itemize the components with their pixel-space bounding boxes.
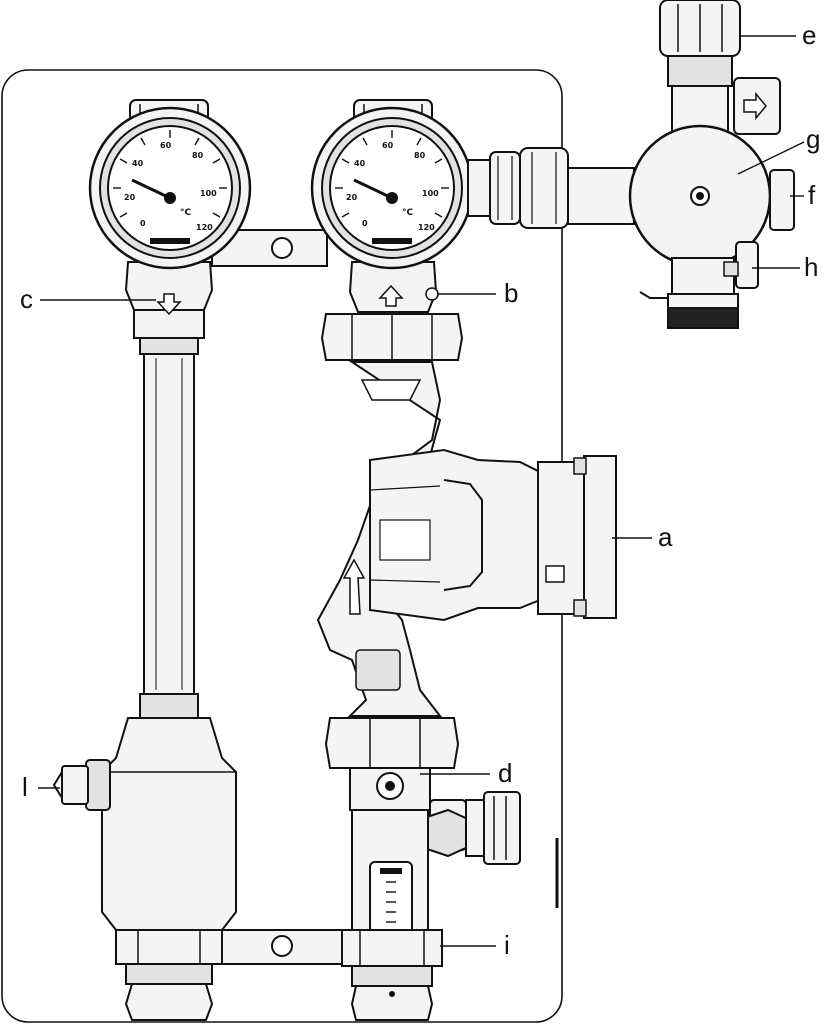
left-gauge-tick-80: 80 xyxy=(192,151,204,160)
flow-arrow-icon xyxy=(156,293,182,316)
callout-label-h: h xyxy=(804,252,818,282)
callout-label-b: b xyxy=(504,278,518,308)
right-gauge-tick-80: 80 xyxy=(414,151,426,160)
left-gauge-tick-40: 40 xyxy=(132,159,144,168)
mixing-valve-icon xyxy=(467,0,795,329)
callout-leaders xyxy=(38,35,805,947)
left-gauge-tick-0: 0 xyxy=(140,219,146,228)
flow-arrow-up-icon xyxy=(378,284,404,307)
left-gauge-tick-60: 60 xyxy=(160,141,172,150)
callout-label-g: g xyxy=(806,124,820,154)
right-gauge-tick-120: 120 xyxy=(418,223,435,232)
left-gauge-unit: °C xyxy=(180,208,192,218)
callout-label-c: c xyxy=(20,284,33,314)
left-gauge-tick-20: 20 xyxy=(124,193,136,202)
right-gauge-unit: °C xyxy=(402,208,414,218)
valve-outlet-arrow-icon xyxy=(743,91,767,121)
right-temperature-gauge: 0 20 40 60 80 100 120 °C xyxy=(310,106,474,307)
left-temperature-gauge: 0 20 40 60 80 100 120 °C xyxy=(88,106,252,316)
callout-label-i: i xyxy=(504,930,510,960)
left-gauge-tick-120: 120 xyxy=(196,223,213,232)
callout-label-e: e xyxy=(802,20,816,50)
right-flow-leg xyxy=(316,99,617,1021)
left-gauge-tick-100: 100 xyxy=(200,189,217,198)
right-gauge-tick-40: 40 xyxy=(354,159,366,168)
callout-label-f: f xyxy=(808,180,816,210)
bottom-bracket xyxy=(209,929,361,965)
callout-label-a: a xyxy=(658,522,673,552)
right-gauge-tick-20: 20 xyxy=(346,193,358,202)
callout-label-l: l xyxy=(22,772,28,802)
right-gauge-tick-60: 60 xyxy=(382,141,394,150)
pump-flow-arrow-icon xyxy=(342,558,366,615)
right-gauge-tick-100: 100 xyxy=(422,189,439,198)
right-gauge-tick-0: 0 xyxy=(362,219,368,228)
callout-label-d: d xyxy=(498,758,512,788)
